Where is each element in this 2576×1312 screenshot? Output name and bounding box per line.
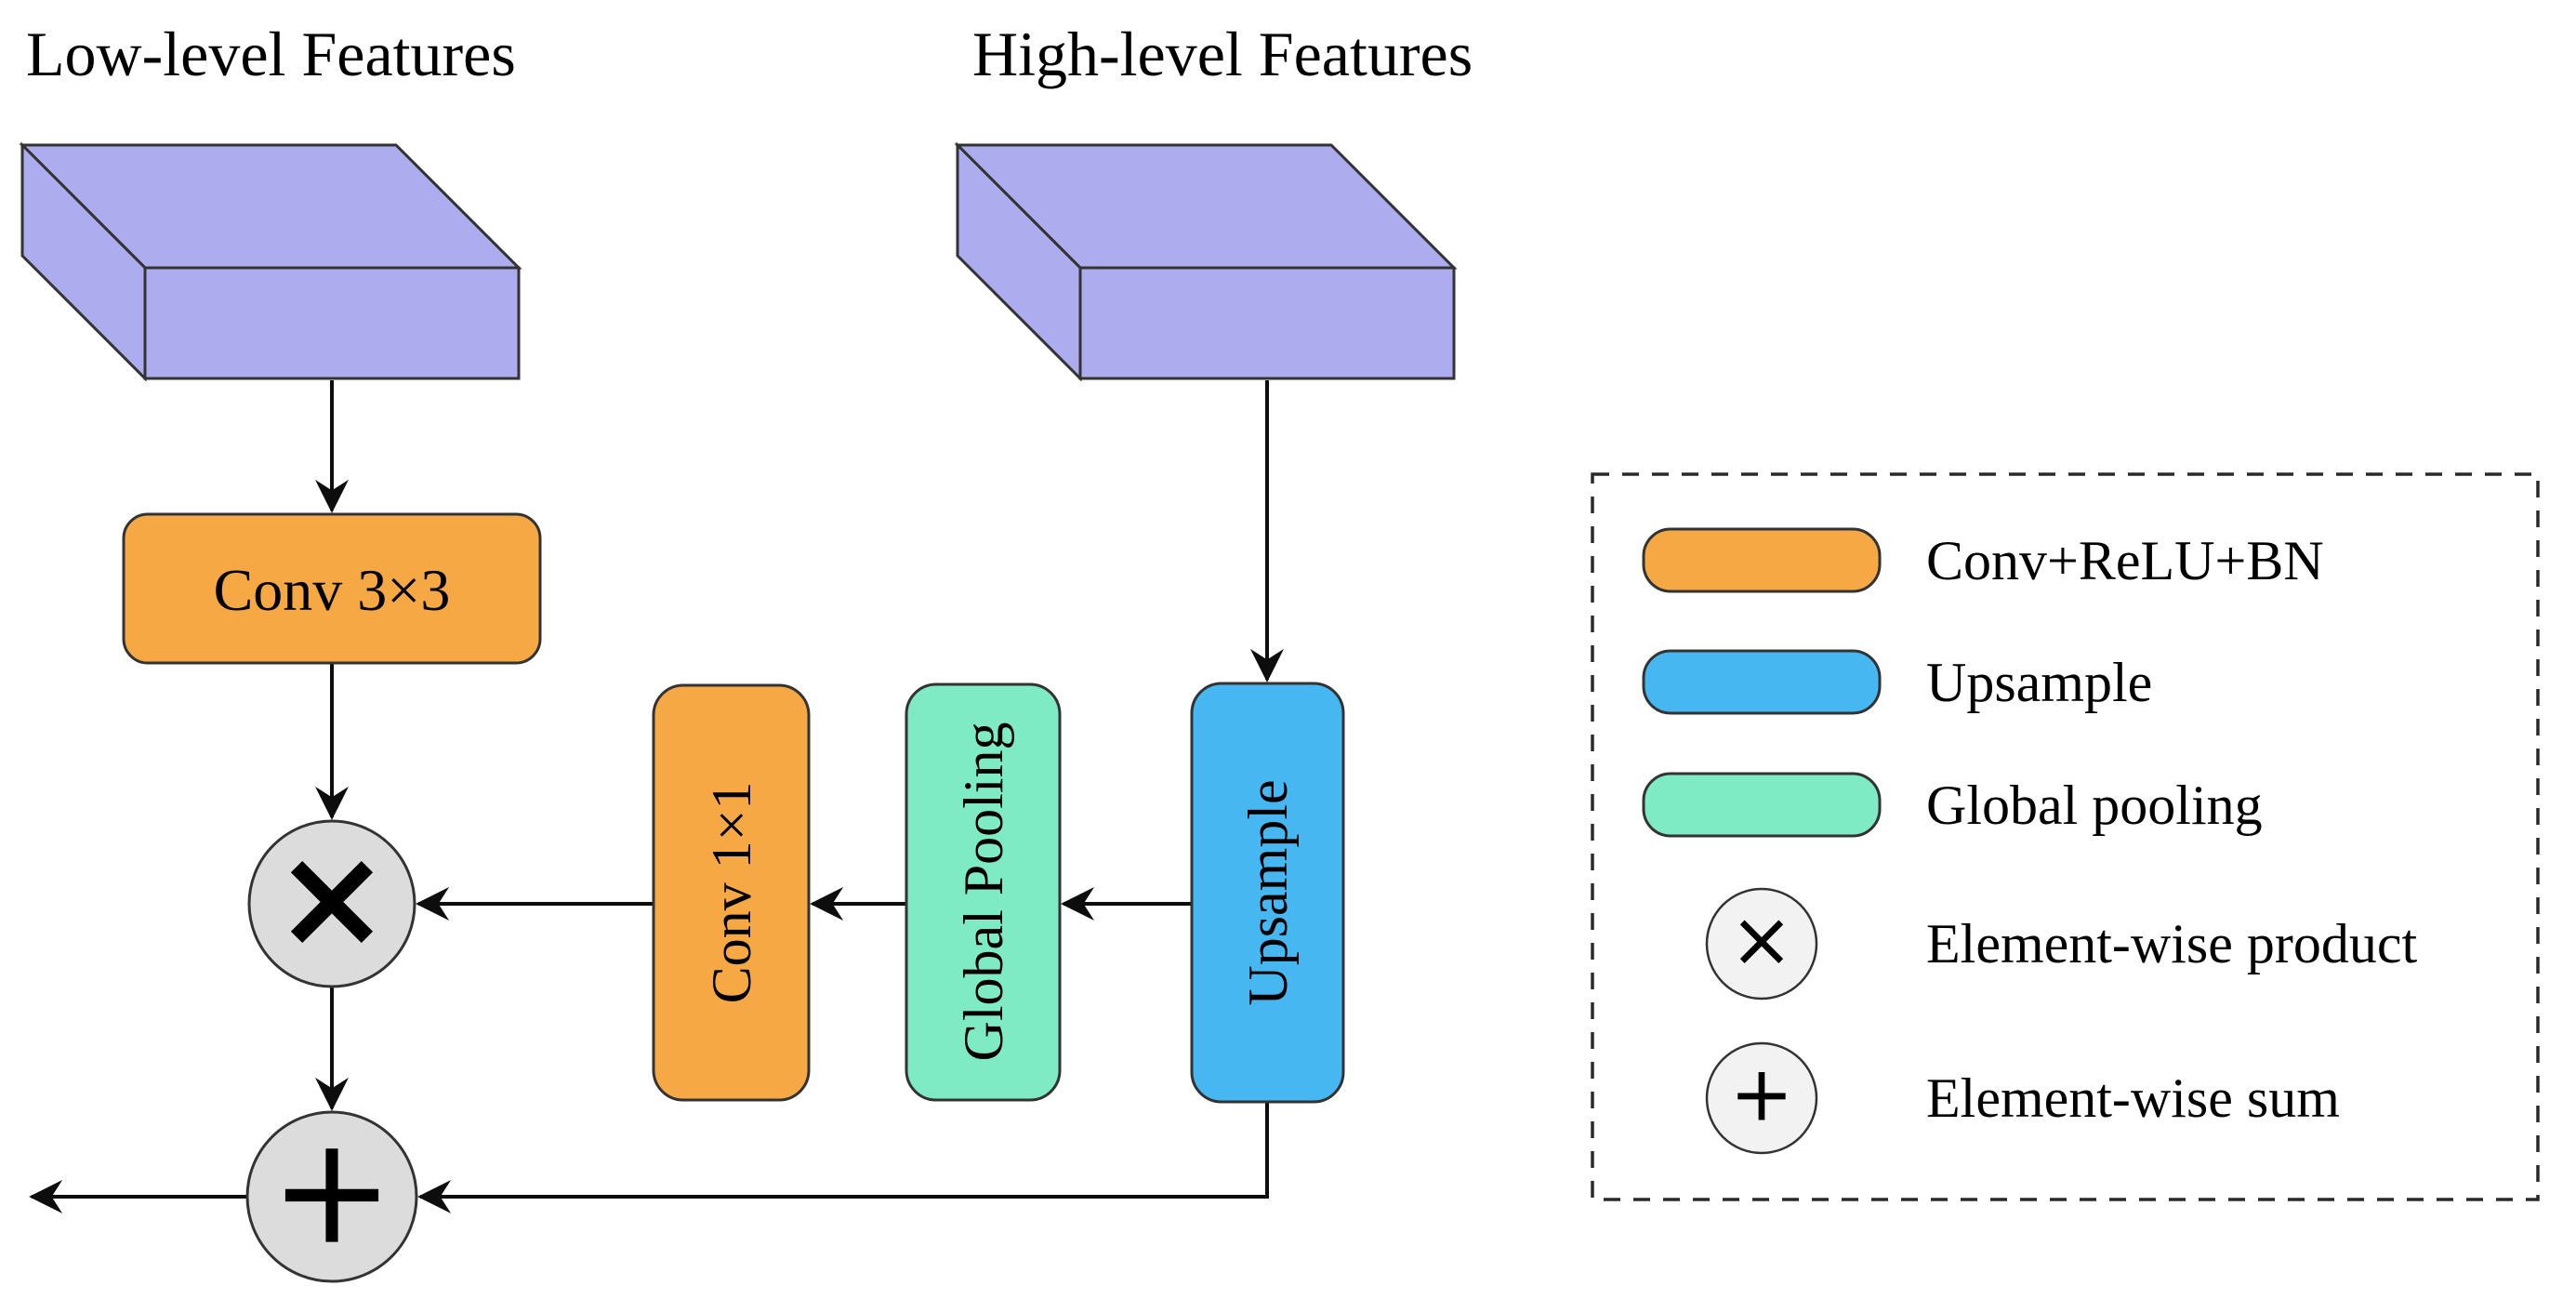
sum-icon: + (269, 1103, 395, 1278)
global-pooling-label: Global Pooling (953, 722, 1014, 1062)
legend-item-conv-relu-bn: Conv+ReLU+BN (1926, 530, 2324, 591)
upsample-block (1190, 682, 1345, 1104)
arrow-upsample-to-sum (417, 1102, 1269, 1213)
conv1x1-label: Conv 1×1 (701, 781, 762, 1004)
element-wise-product-circle (247, 819, 416, 988)
high-level-feature-tensor (954, 141, 1458, 382)
global-pooling-block (905, 683, 1062, 1102)
upsample-label: Upsample (1237, 779, 1299, 1006)
legend-sum-circle (1705, 1041, 1818, 1155)
connector-arrows (29, 380, 1284, 1213)
legend-sum-icon: + (1729, 1050, 1794, 1139)
conv1x1-block (652, 683, 811, 1102)
legend-swatch-conv (1642, 527, 1882, 593)
legend-product-circle (1705, 887, 1818, 1001)
conv3x3-block (122, 512, 542, 665)
legend-box (1591, 472, 2540, 1201)
high-level-features-title: High-level Features (972, 19, 1473, 89)
legend-swatch-upsample (1642, 649, 1882, 715)
legend-border (1591, 472, 2540, 1201)
element-wise-sum-circle (245, 1110, 418, 1283)
low-level-features-title: Low-level Features (26, 19, 516, 89)
legend-item-element-wise-sum: Element-wise sum (1926, 1067, 2340, 1129)
legend-item-upsample: Upsample (1926, 652, 2153, 713)
conv3x3-label: Conv 3×3 (213, 557, 451, 623)
legend-swatch-pooling (1642, 772, 1882, 838)
legend-item-element-wise-product: Element-wise product (1926, 913, 2418, 974)
legend-product-icon: × (1729, 895, 1794, 985)
tensor-front-face (143, 266, 521, 380)
tensor-front-face (1078, 266, 1456, 380)
product-icon: × (273, 817, 390, 979)
low-level-feature-tensor (19, 141, 522, 382)
legend-item-global-pooling: Global pooling (1926, 775, 2263, 836)
